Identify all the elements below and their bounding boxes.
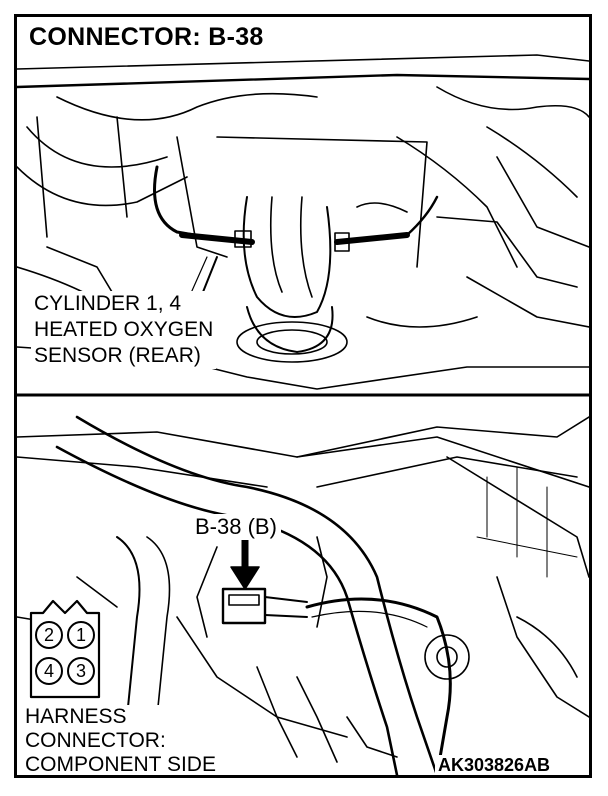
sensor-caption-line: SENSOR (REAR) [34,344,201,367]
connector-face-caption-line: COMPONENT SIDE [25,753,216,776]
sensor-caption-line: CYLINDER 1, 4 [34,292,182,315]
connector-pin: 3 [67,657,95,685]
connector-pin: 1 [67,621,95,649]
connector-face-caption: HARNESS CONNECTOR: COMPONENT SIDE [25,705,220,776]
figure-code: AK303826AB [435,755,554,775]
connector-pin: 2 [35,621,63,649]
engine-illustration [17,54,589,775]
connector-face-caption-line: CONNECTOR: [25,729,166,752]
diagram-title: CONNECTOR: B-38 [29,23,264,51]
lower-view-drawing [17,415,589,775]
sensor-caption: CYLINDER 1, 4 HEATED OXYGEN SENSOR (REAR… [31,291,217,369]
connector-pin: 4 [35,657,63,685]
diagram-frame: CONNECTOR: B-38 CYLINDER 1, 4 HEATED OXY… [14,14,592,778]
connector-face-caption-line: HARNESS [25,705,127,728]
sensor-caption-line: HEATED OXYGEN [34,318,214,341]
connector-callout-label: B-38 (B) [191,514,281,540]
